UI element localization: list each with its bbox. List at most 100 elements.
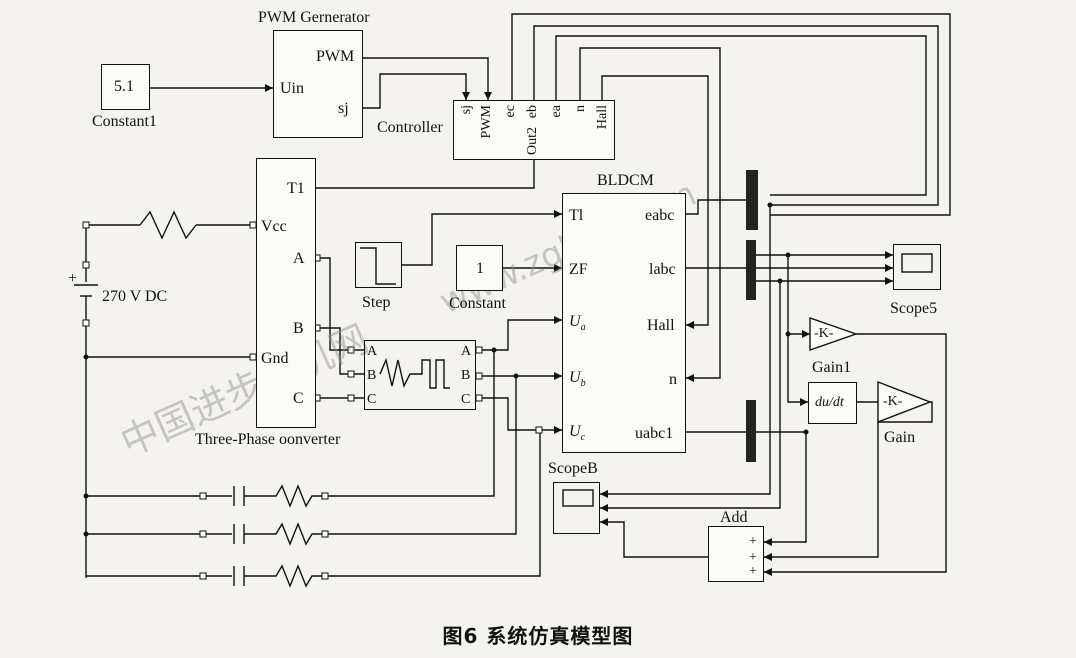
bldcm-title: BLDCM [597,172,654,189]
scope5-block[interactable] [893,244,941,290]
add-block[interactable]: + + + [708,526,764,582]
add-label: Add [720,509,748,526]
controller-port-hall: Hall [595,105,610,130]
bldcm-in-ub-main: U [569,369,581,386]
step-label: Step [362,294,391,311]
controller-port-ea: ea [549,105,564,118]
rc-branch-a [244,350,495,508]
pwm-port-label: PWM [316,48,355,65]
wire-ea-loop [555,35,927,196]
filter-out-a: A [461,344,472,359]
bldcm-out-eabc: eabc [645,207,675,224]
scopeb-label: ScopeB [548,460,598,477]
pwm-generator-block[interactable]: PWM Uin sj [273,30,363,138]
controller-port-out2: Out2 [525,127,540,155]
add-sign-3: + [749,564,757,579]
controller-label: Controller [377,119,443,136]
wire-pwm [362,57,489,100]
bus-labc [746,240,756,300]
filter-icon [379,357,450,389]
figure-caption: 图6 系统仿真模型图 [442,624,634,648]
wire-hall-loop [601,75,709,326]
constant1-label: Constant1 [92,113,157,130]
wire-sj [362,73,467,109]
controller-port-n: n [573,105,588,112]
controller-port-eb: eb [525,105,540,119]
wire-eabc [686,199,746,215]
filter-in-a: A [367,344,378,359]
converter-port-c: C [293,390,304,407]
rc-branch-b [244,376,517,546]
bldcm-out-labc: labc [649,261,676,278]
filter-out-b: B [461,368,471,383]
bldcm-out-hall: Hall [647,317,675,334]
wire-gain1-in [787,255,810,335]
constant-value: 1 [476,260,484,277]
wire-uabc-add [752,431,807,543]
converter-port-gnd: Gnd [261,350,289,367]
wire-a [316,257,364,351]
scopeb-screen [562,489,594,507]
wire-n-loop [579,47,721,379]
converter-port-b: B [293,320,304,337]
bldcm-block[interactable]: Tl ZF Ua Ub Uc eabc labc Hall n uabc1 [562,193,686,453]
bldcm-in-uc: Uc [569,424,585,443]
wire-gain1-out [764,333,947,573]
dc-source-label: 270 V DC [102,288,168,305]
bldcm-in-ub-sub: b [580,378,586,390]
controller-port-ec: ec [503,105,518,118]
derivative-value: du/dt [815,395,844,410]
rc-branch-c [244,430,541,588]
converter-label: Three-Phase oonverter [195,431,341,448]
constant1-block[interactable]: 5.1 [101,64,150,110]
filter-in-c: C [367,392,377,407]
uin-port-label: Uin [280,80,304,97]
wire-uc [476,397,562,431]
scopeb-block[interactable] [553,482,600,534]
wire-scopeb-1 [600,205,771,495]
gain-label: Gain [884,429,916,446]
pwm-generator-title: PWM Gernerator [258,9,370,26]
bldcm-in-ua-sub: a [580,322,586,334]
sj-port-label: sj [338,100,349,117]
add-sign-1: + [749,534,757,549]
controller-port-sj: sj [459,105,474,115]
wire-gain-out [764,401,933,558]
resistor-symbol [139,210,197,240]
scope5-label: Scope5 [890,300,938,317]
bldcm-in-uc-sub: c [580,432,586,444]
bldcm-out-n: n [669,371,677,388]
converter-block[interactable]: T1 Vcc A B Gnd C [256,158,316,428]
constant1-value: 5.1 [114,78,134,95]
wire-ua [476,319,562,351]
derivative-block[interactable]: du/dt [808,382,857,424]
wire-b [316,327,364,375]
bldcm-in-zf: ZF [569,261,588,278]
converter-port-vcc: Vcc [261,218,287,235]
gain-triangle [877,380,932,424]
bldcm-in-ua: Ua [569,314,586,333]
filter-out-c: C [461,392,471,407]
wire-ec-loop [511,13,951,216]
bldcm-in-tl: Tl [569,207,584,224]
wire-add-scopeb [600,521,708,558]
bldcm-in-ua-main: U [569,313,581,330]
constant-label: Constant [449,295,506,312]
bus-uabc [746,400,756,462]
gain1-value: -K- [814,326,834,341]
scope5-screen [901,253,933,273]
add-sign-2: + [749,550,757,565]
step-block[interactable] [355,242,402,288]
step-icon [360,247,396,285]
gain-value: -K- [883,394,903,409]
dc-plus-sign: + [68,270,78,287]
wire-eb-loop [533,25,939,206]
gain1-label: Gain1 [812,359,852,376]
converter-port-t1: T1 [287,180,305,197]
converter-port-a: A [293,250,305,267]
wire-scopeb-2 [600,281,781,509]
controller-block[interactable]: sj PWM ec Out2 eb ea n Hall [453,100,615,160]
filter-block[interactable]: A B C A B C [364,340,476,410]
constant-block[interactable]: 1 [456,245,503,291]
